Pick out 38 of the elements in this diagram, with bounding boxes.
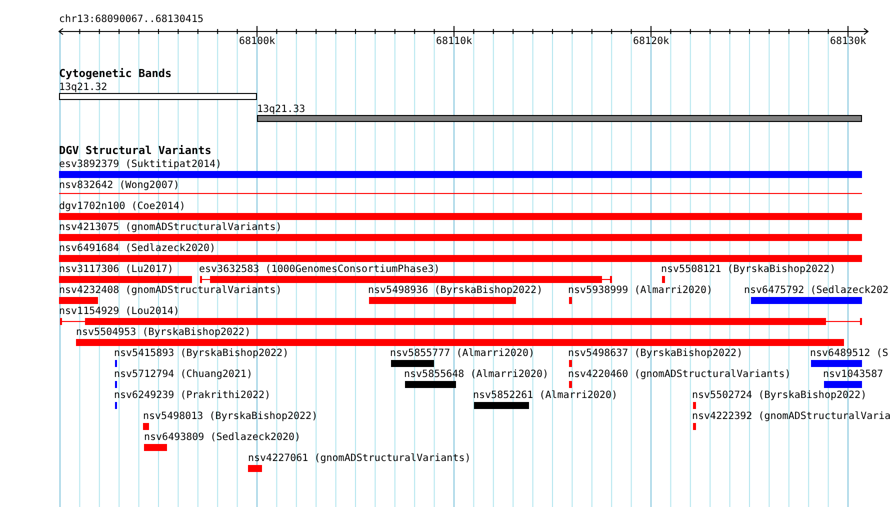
band-label: 13q21.33: [257, 104, 306, 115]
variant-label: nsv5504953 (ByrskaBishop2022): [76, 327, 251, 338]
variant-label: nsv5498637 (ByrskaBishop2022): [568, 348, 743, 359]
tick-label: 68120k: [633, 36, 670, 47]
variant-label: nsv5415893 (ByrskaBishop2022): [114, 348, 289, 359]
variant-label: nsv4227061 (gnomADStructuralVariants): [248, 453, 471, 464]
variant-label: nsv6475792 (Sedlazeck202: [744, 285, 888, 296]
variant-label: nsv4220460 (gnomADStructuralVariants): [568, 369, 791, 380]
variant-label: nsv832642 (Wong2007): [59, 180, 180, 191]
variant-label: dgv1702n100 (Coe2014): [59, 201, 186, 212]
track-title: Cytogenetic Bands: [59, 68, 172, 79]
variant-label: nsv4213075 (gnomADStructuralVariants): [59, 222, 282, 233]
tick-label: 68100k: [239, 36, 276, 47]
variant-label: nsv6249239 (Prakrithi2022): [114, 390, 271, 401]
variant-label: nsv1043587: [823, 369, 884, 380]
track-title: DGV Structural Variants: [59, 145, 212, 156]
variant-label: nsv5508121 (ByrskaBishop2022): [661, 264, 836, 275]
variant-label: nsv6493809 (Sedlazeck2020): [144, 432, 301, 443]
band-label: 13q21.32: [59, 82, 108, 93]
variant-label: nsv6489512 (S: [810, 348, 888, 359]
variant-label: nsv5498936 (ByrskaBishop2022): [368, 285, 543, 296]
variant-label: nsv3117306 (Lu2017): [59, 264, 174, 275]
variant-label: nsv5855648 (Almarri2020): [404, 369, 548, 380]
tick-label: 68110k: [436, 36, 472, 47]
variant-label: nsv1154929 (Lou2014): [59, 306, 180, 317]
variant-label: nsv5938999 (Almarri2020): [568, 285, 712, 296]
variant-label: esv3632583 (1000GenomesConsortiumPhase3): [199, 264, 440, 275]
variant-label: nsv5712794 (Chuang2021): [114, 369, 252, 380]
variant-label: nsv4232408 (gnomADStructuralVariants): [59, 285, 282, 296]
variant-label: nsv5502724 (ByrskaBishop2022): [692, 390, 867, 401]
variant-label: nsv4222392 (gnomADStructuralVaria: [692, 411, 890, 422]
position-label: chr13:68090067..68130415: [59, 14, 204, 25]
variant-label: nsv6491684 (Sedlazeck2020): [59, 243, 216, 254]
variant-label: nsv5498013 (ByrskaBishop2022): [143, 411, 318, 422]
tick-label: 68130k: [830, 36, 866, 47]
variant-label: nsv5852261 (Almarri2020): [473, 390, 618, 401]
variant-label: nsv5855777 (Almarri2020): [390, 348, 534, 359]
variant-label: esv3892379 (Suktitipat2014): [59, 159, 222, 170]
